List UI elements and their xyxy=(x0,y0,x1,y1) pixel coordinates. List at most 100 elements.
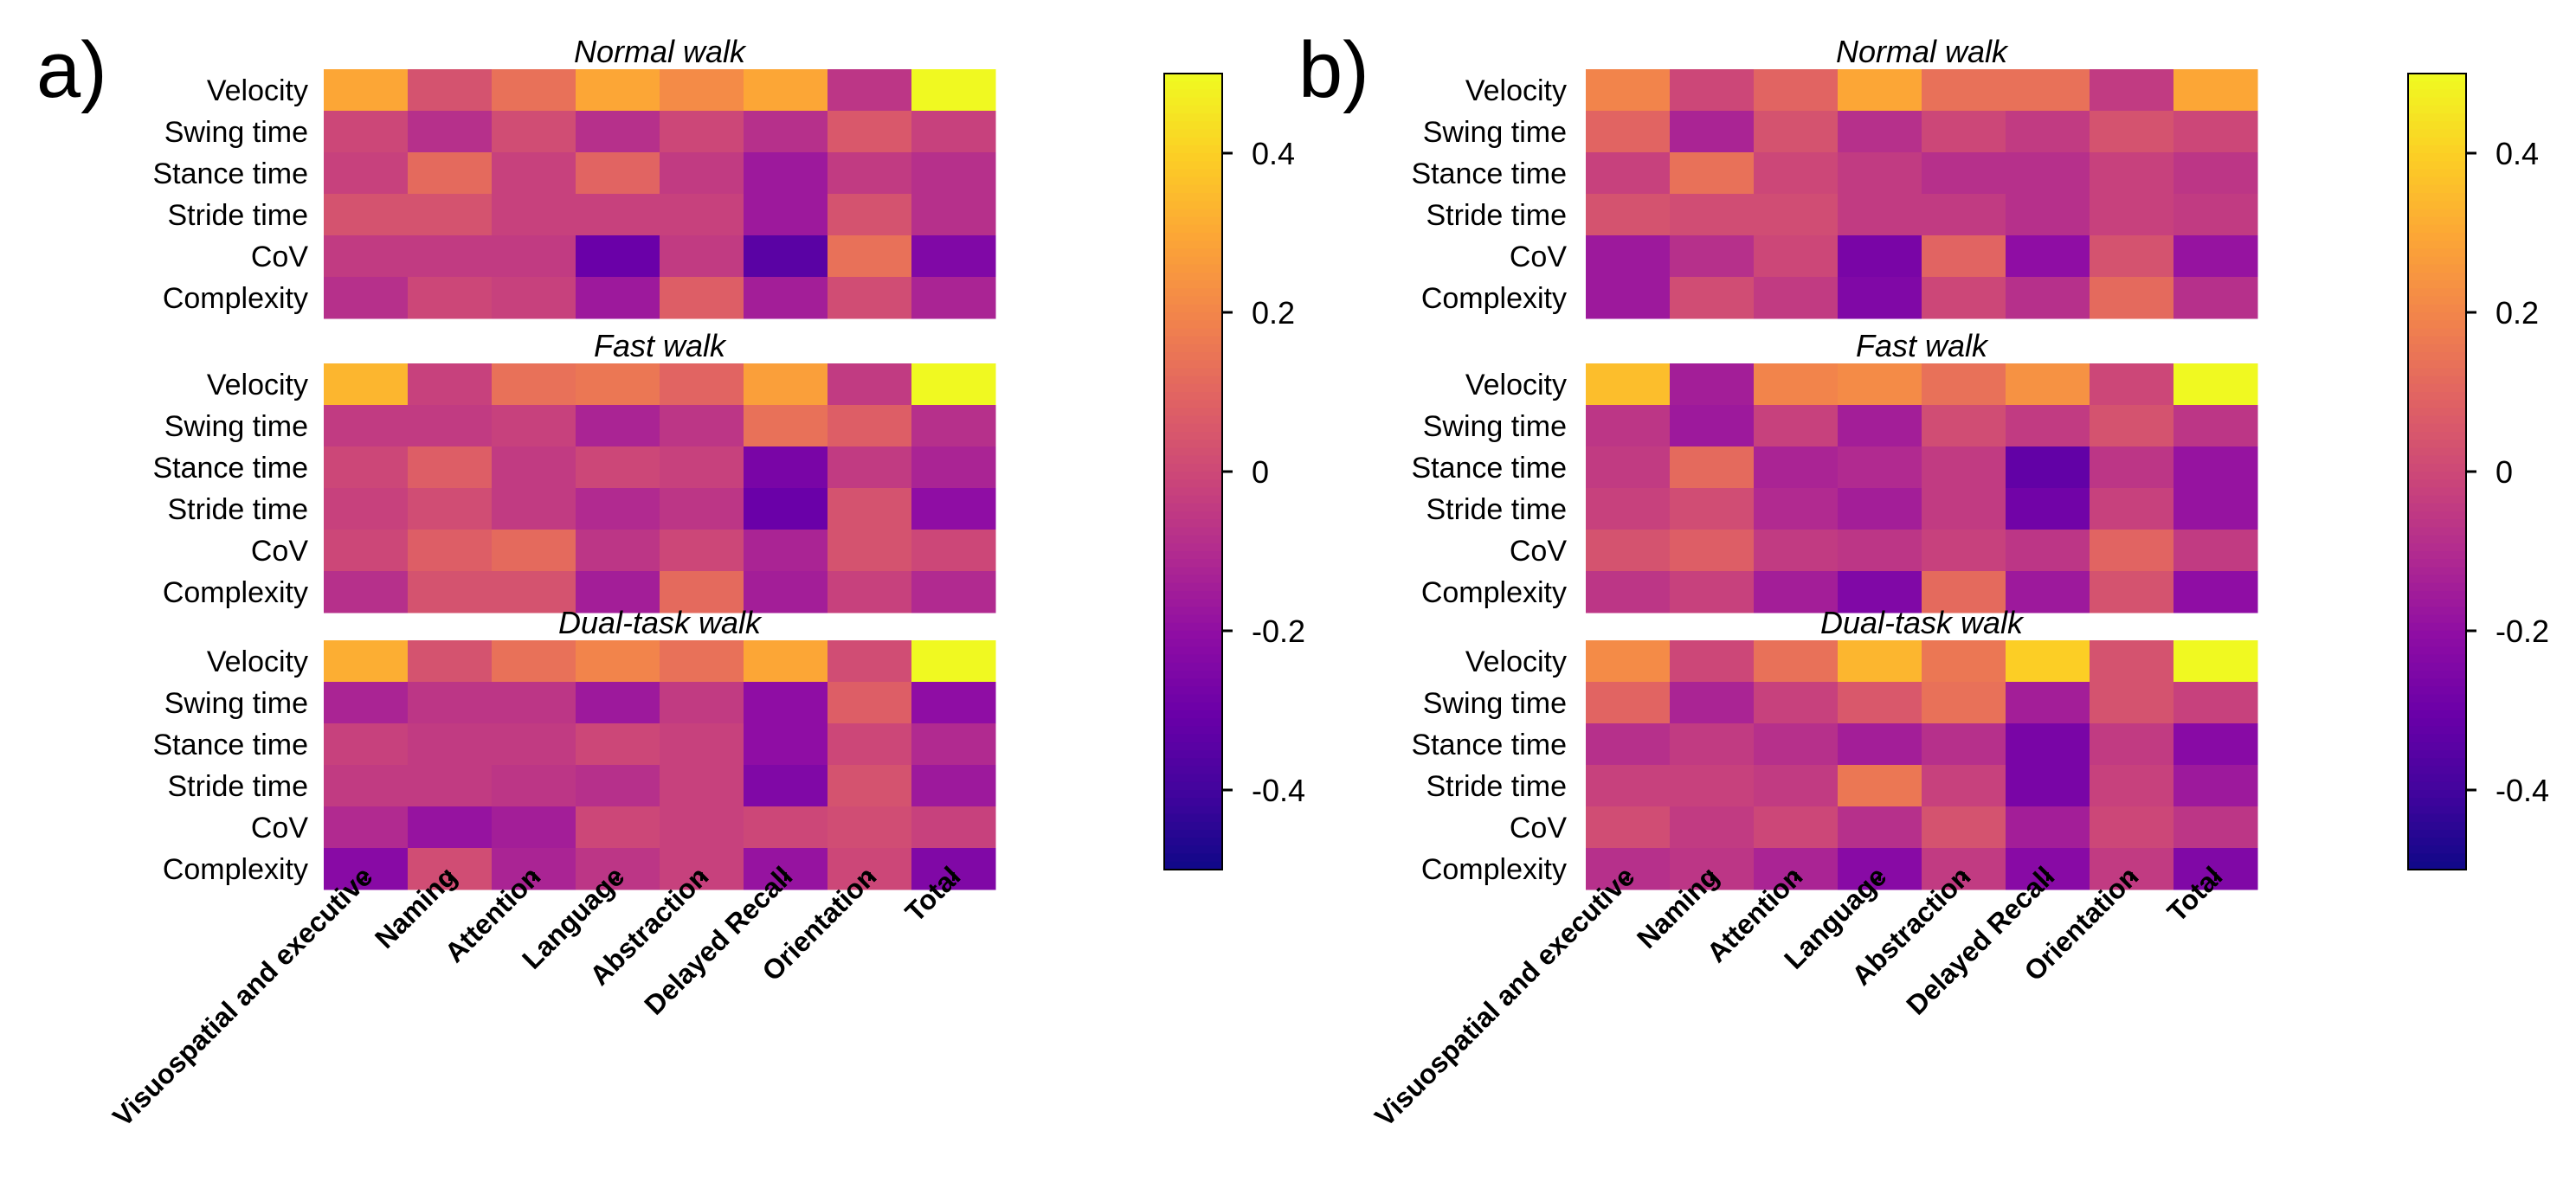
panel-b-heatmap-cell xyxy=(2006,152,2090,195)
panel-a-colorbar-segment xyxy=(1164,415,1222,425)
panel-a-colorbar-segment xyxy=(1164,838,1222,847)
panel-b-heatmap-cell xyxy=(1586,530,1671,572)
panel-b-colorbar-segment xyxy=(2408,622,2466,632)
panel-b-heatmap-cell xyxy=(2174,640,2258,683)
panel-b-colorbar-segment xyxy=(2408,511,2466,521)
panel-b-heatmap-cell xyxy=(1586,723,1671,766)
panel-a-colorbar-segment xyxy=(1164,758,1222,767)
panel-a-section-title: Dual-task walk xyxy=(558,605,763,640)
panel-b-colorbar-segment xyxy=(2408,543,2466,552)
panel-a-heatmap-cell xyxy=(492,765,576,807)
panel-b-colorbar-segment xyxy=(2408,472,2466,481)
panel-b-heatmap-cell xyxy=(1754,765,1839,807)
panel-a-section-title: Fast walk xyxy=(594,328,727,363)
panel-b-colorbar-segment xyxy=(2408,758,2466,767)
panel-a-heatmap-cell xyxy=(408,571,493,613)
panel-b-heatmap-cell xyxy=(2006,446,2090,489)
panel-b-heatmap-cell xyxy=(1922,682,2006,724)
panel-a-colorbar-segment xyxy=(1164,575,1222,584)
panel-a-heatmap-cell xyxy=(324,571,409,613)
panel-a-heatmap-cell xyxy=(324,848,409,890)
panel-a-colorbar-segment xyxy=(1164,74,1222,83)
panel-b-heatmap-cell xyxy=(1670,446,1755,489)
panel-a-heatmap-cell xyxy=(576,571,660,613)
panel-a-heatmap-cell xyxy=(576,446,660,489)
panel-b-heatmap-cell xyxy=(1838,530,1922,572)
panel-b-colorbar-segment xyxy=(2408,487,2466,497)
panel-a-heatmap-cell xyxy=(408,69,493,112)
panel-b-heatmap-cell xyxy=(1754,640,1839,683)
panel-b-row-label: Velocity xyxy=(1465,74,1567,107)
panel-a-heatmap-cell xyxy=(660,363,744,406)
panel-a-heatmap-cell xyxy=(492,69,576,112)
panel-a-heatmap-cell xyxy=(492,194,576,236)
panel-a-heatmap-cell xyxy=(828,194,912,236)
panel-b-heatmap-cell xyxy=(1922,723,2006,766)
panel-b-colorbar-segment xyxy=(2408,447,2466,457)
panel-a-colorbar-segment xyxy=(1164,790,1222,800)
panel-a-heatmap-cell xyxy=(660,682,744,724)
panel-a-heatmap-cell xyxy=(492,363,576,406)
panel-a-heatmap-cell xyxy=(744,571,828,613)
panel-a-heatmap-cell xyxy=(744,446,828,489)
panel-a-colorbar-segment xyxy=(1164,440,1222,449)
panel-b-colorbar-segment xyxy=(2408,74,2466,83)
panel-a-heatmap-cell xyxy=(492,446,576,489)
panel-b-heatmap-cell xyxy=(1754,235,1839,278)
panel-b-heatmap-cell xyxy=(1586,765,1671,807)
panel-a-colorbar-segment xyxy=(1164,368,1222,377)
panel-a-heatmap-cell xyxy=(324,69,409,112)
panel-b-row-label: Complexity xyxy=(1421,853,1567,886)
panel-b-heatmap-cell xyxy=(1670,111,1755,153)
panel-b-heatmap-cell xyxy=(2006,111,2090,153)
panel-a-heatmap-cell xyxy=(576,848,660,890)
panel-a-colorbar-segment xyxy=(1164,503,1222,512)
panel-b-row-label: Stance time xyxy=(1411,729,1567,761)
panel-a-heatmap-cell xyxy=(408,446,493,489)
panel-a-colorbar-segment xyxy=(1164,702,1222,711)
panel-a-colorbar-segment xyxy=(1164,320,1222,330)
panel-a-colorbar-segment xyxy=(1164,734,1222,743)
panel-a-row-label: CoV xyxy=(251,241,308,273)
panel-b-colorbar-segment xyxy=(2408,423,2466,433)
panel-b-heatmap-cell xyxy=(2090,765,2174,807)
panel-a-heatmap-cell xyxy=(911,682,996,724)
panel-a-colorbar-segment xyxy=(1164,256,1222,266)
panel-b-heatmap-cell xyxy=(1922,446,2006,489)
panel-a-colorbar-segment xyxy=(1164,216,1222,226)
panel-b-heatmap-cell xyxy=(1670,806,1755,849)
panel-a-row-label: Stance time xyxy=(152,157,308,190)
panel-b-colorbar-segment xyxy=(2408,145,2466,154)
panel-a-colorbar-segment xyxy=(1164,312,1222,322)
panel-a-heatmap-cell xyxy=(744,848,828,890)
panel-a-heatmap-cell xyxy=(660,111,744,153)
panel-b-heatmap-cell xyxy=(1838,682,1922,724)
panel-a-heatmap-cell xyxy=(408,194,493,236)
panel-a-colorbar-segment xyxy=(1164,622,1222,632)
panel-a-colorbar-segment xyxy=(1164,161,1222,170)
panel-a-heatmap-cell xyxy=(911,488,996,530)
panel-a-row-label: Stride time xyxy=(168,493,309,526)
panel-b-colorbar-segment xyxy=(2408,607,2466,616)
panel-a-heatmap-cell xyxy=(324,363,409,406)
panel-b-heatmap-cell xyxy=(1754,111,1839,153)
panel-b-colorbar-segment xyxy=(2408,702,2466,711)
panel-b-row-label: Velocity xyxy=(1465,645,1567,678)
panel-b-colorbar-segment xyxy=(2408,288,2466,298)
panel-a-heatmap-cell xyxy=(744,235,828,278)
panel-b-colorbar-segment xyxy=(2408,582,2466,592)
panel-b-colorbar-segment xyxy=(2408,718,2466,728)
panel-b-heatmap-cell xyxy=(1922,111,2006,153)
panel-a-colorbar-segment xyxy=(1164,607,1222,616)
panel-b-heatmap-cell xyxy=(1838,152,1922,195)
panel-b-colorbar-segment xyxy=(2408,169,2466,178)
panel-b-heatmap-cell xyxy=(2006,723,2090,766)
panel-a-colorbar-segment xyxy=(1164,662,1222,671)
panel-b-heatmap-cell xyxy=(2090,640,2174,683)
panel-a-row-label: Swing time xyxy=(164,410,308,443)
panel-a-colorbar-segment xyxy=(1164,177,1222,186)
panel-b-heatmap-cell xyxy=(2174,488,2258,530)
panel-b-colorbar-segment xyxy=(2408,233,2466,242)
panel-b-heatmap-cell xyxy=(1670,363,1755,406)
